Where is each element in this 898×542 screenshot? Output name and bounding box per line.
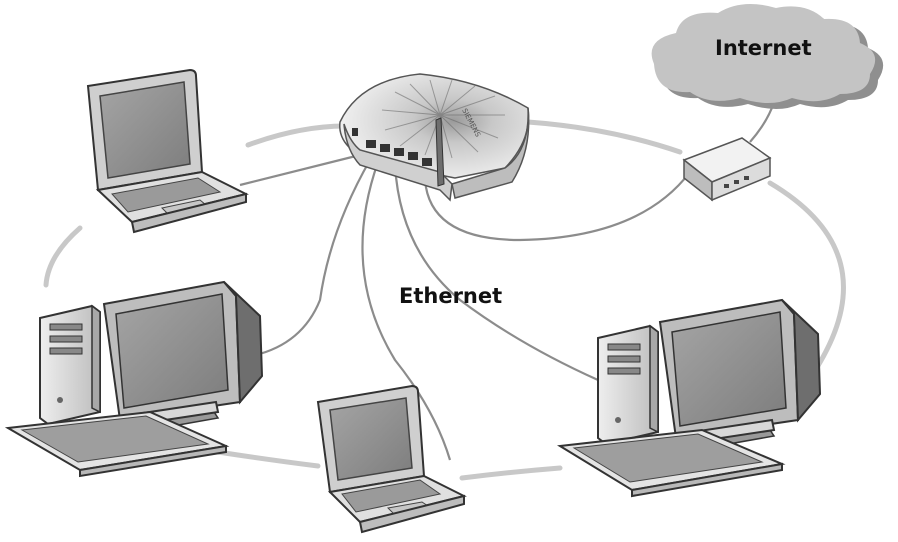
wireless-links <box>43 119 846 481</box>
router: SIEMENS <box>339 73 530 202</box>
cable-router-switch <box>423 171 691 242</box>
wireless-link-laptop-bottom-pc-right <box>459 465 563 481</box>
internet-label: Internet <box>715 36 812 60</box>
cable-router-laptop-bottom <box>361 161 452 461</box>
cable-router-pc-right <box>393 164 599 382</box>
cable-router-pc-left <box>239 159 371 360</box>
laptop-bottom <box>316 384 467 534</box>
desktop-pc-right <box>556 298 822 498</box>
switch-box <box>682 137 772 202</box>
wireless-link-router-switch <box>525 119 683 155</box>
wireless-link-switch-pc-right <box>767 180 846 395</box>
wireless-link-pc-left-laptop-bottom <box>215 449 321 469</box>
cable-router-laptop-top <box>239 153 361 187</box>
router-antenna <box>435 117 445 187</box>
internet-cloud <box>651 4 884 109</box>
wireless-link-laptop-pc-left <box>43 225 83 288</box>
laptop-top-left <box>86 68 249 234</box>
ethernet-cables <box>239 77 780 461</box>
desktop-pc-left <box>4 280 264 478</box>
wireless-link-laptop-router <box>245 123 348 148</box>
ethernet-label: Ethernet <box>399 284 503 308</box>
